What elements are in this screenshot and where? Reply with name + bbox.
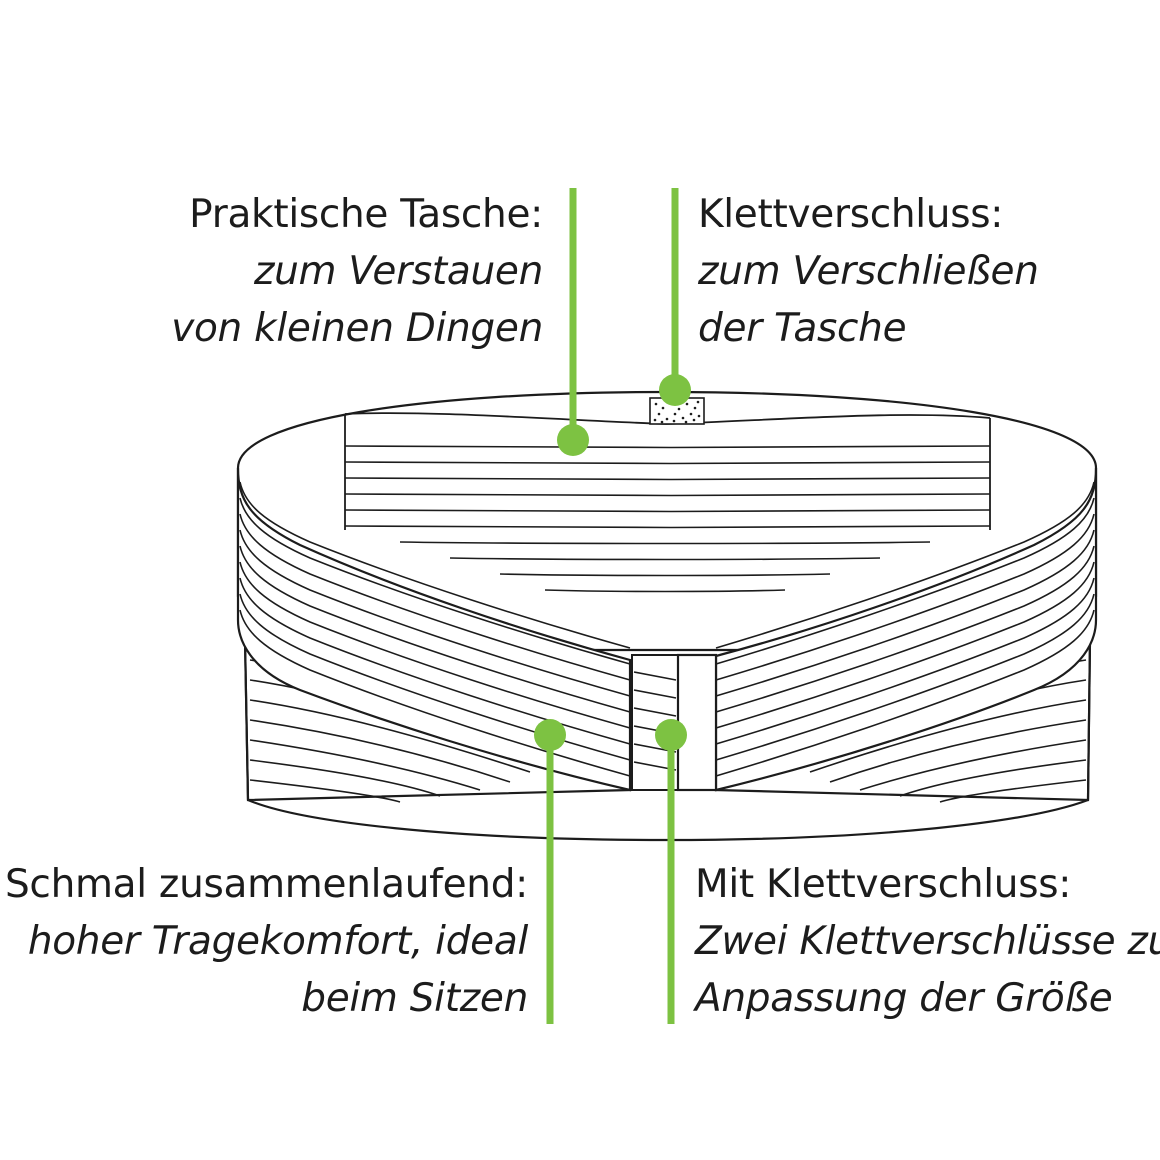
pointer-tasche xyxy=(557,188,589,456)
callout-pocket-title: Praktische Tasche: xyxy=(189,192,543,237)
callout-narrow: Schmal zusammenlaufend: hoher Tragekomfo… xyxy=(5,856,528,1027)
callout-velcro-top: Klettverschluss: zum Verschließen der Ta… xyxy=(698,186,1039,357)
callout-velcro-bottom-desc-1: Zwei Klettverschlüsse zur xyxy=(695,919,1160,964)
callout-pocket: Praktische Tasche: zum Verstauen von kle… xyxy=(171,186,543,357)
callout-narrow-desc-1: hoher Tragekomfort, ideal xyxy=(27,919,528,964)
callout-narrow-desc-2: beim Sitzen xyxy=(301,976,528,1021)
callout-narrow-title: Schmal zusammenlaufend: xyxy=(4,862,528,907)
callout-velcro-bottom: Mit Klettverschluss: Zwei Klettverschlüs… xyxy=(695,856,1160,1027)
pointer-klett-bottom xyxy=(655,719,687,1024)
callout-velcro-top-title: Klettverschluss: xyxy=(698,192,1004,237)
callout-velcro-bottom-title: Mit Klettverschluss: xyxy=(695,862,1072,907)
callout-pocket-desc-2: von kleinen Dingen xyxy=(171,306,543,351)
right-strap xyxy=(714,467,1098,792)
callout-velcro-top-desc-2: der Tasche xyxy=(698,306,907,351)
callout-pocket-desc-1: zum Verstauen xyxy=(253,249,543,294)
callout-velcro-top-desc-1: zum Verschließen xyxy=(698,249,1039,294)
pointer-klett-top xyxy=(659,188,691,406)
callout-velcro-bottom-desc-2: Anpassung der Größe xyxy=(695,976,1113,1021)
pointer-schmal xyxy=(534,719,566,1024)
